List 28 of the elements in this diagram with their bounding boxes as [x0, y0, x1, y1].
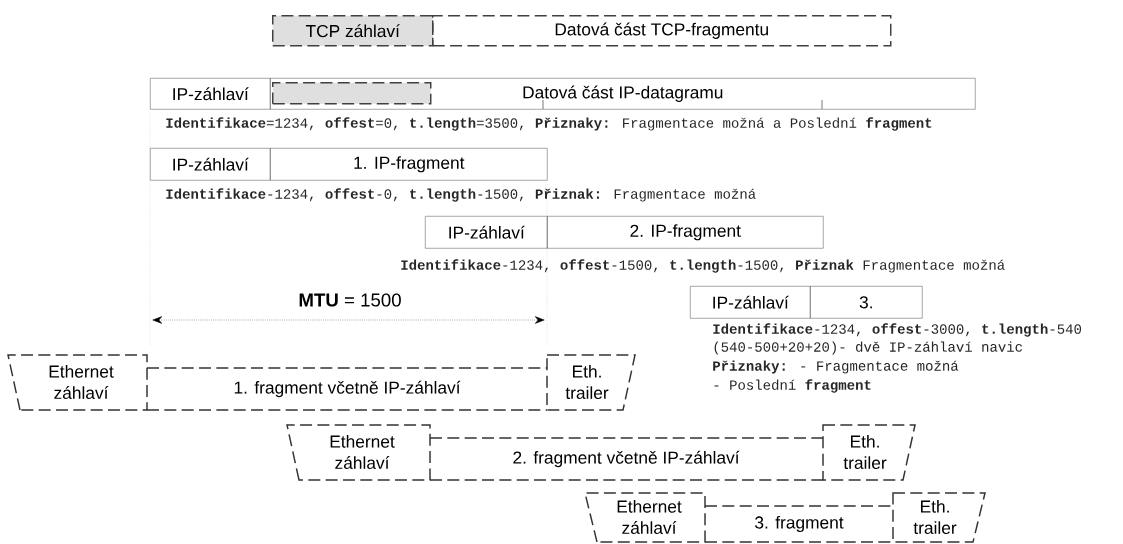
info-text: (540-500+20+20)- dvě IP-záhlaví navic [714, 341, 1023, 355]
dimension-label: MTU = 1500 [299, 293, 401, 307]
header-box: IP-záhlaví [150, 148, 271, 181]
header-box: Datová část IP-datagramu [270, 78, 976, 110]
info-text: Identifikace-1234, offest-0, t.length-1500, Přiznak: Fragmentace možná [166, 188, 756, 202]
frame-payload-box: 3. fragment [704, 505, 894, 543]
header-box: 1. IP-fragment [270, 148, 548, 181]
frame-header-box: Ethernet záhlaví [286, 424, 431, 481]
info-text: Přiznaky: - Fragmentace možná [713, 360, 959, 374]
info-text: Identifikace-1234, offest-1500, t.length-1500, Přiznak Fragmentace možná [401, 259, 1005, 273]
frame-trailer-box: Eth. trailer [892, 492, 986, 543]
header-box: IP-záhlaví [150, 78, 271, 110]
header-box: 2. IP-fragment [547, 216, 824, 249]
frame-header-box: Ethernet záhlaví [7, 354, 148, 411]
header-box: 3. [810, 286, 923, 319]
frame-payload-box: 2. fragment včetně IP-záhlaví [429, 437, 824, 481]
header-box: TCP záhlaví [272, 15, 434, 47]
info-text: Identifikace-1234, offest-3000, t.length-540 [713, 323, 1082, 337]
header-box: IP-záhlaví [425, 216, 548, 249]
info-text: - Poslední fragment [714, 379, 871, 393]
segment-box: Datová část TCP-fragmentu [432, 15, 892, 47]
frame-trailer-box: Eth. trailer [546, 354, 636, 411]
hatched-box [272, 82, 432, 105]
frame-header-box: Ethernet záhlaví [584, 492, 706, 543]
frame-trailer-box: Eth. trailer [822, 424, 916, 481]
info-text: Identifikace=1234, offest=0, t.length=3500, Přiznaky: Fragmentace možná a Poslední fragment [166, 117, 932, 131]
frame-payload-box: 1. fragment včetně IP-záhlaví [146, 367, 548, 411]
header-box: IP-záhlaví [690, 286, 811, 319]
